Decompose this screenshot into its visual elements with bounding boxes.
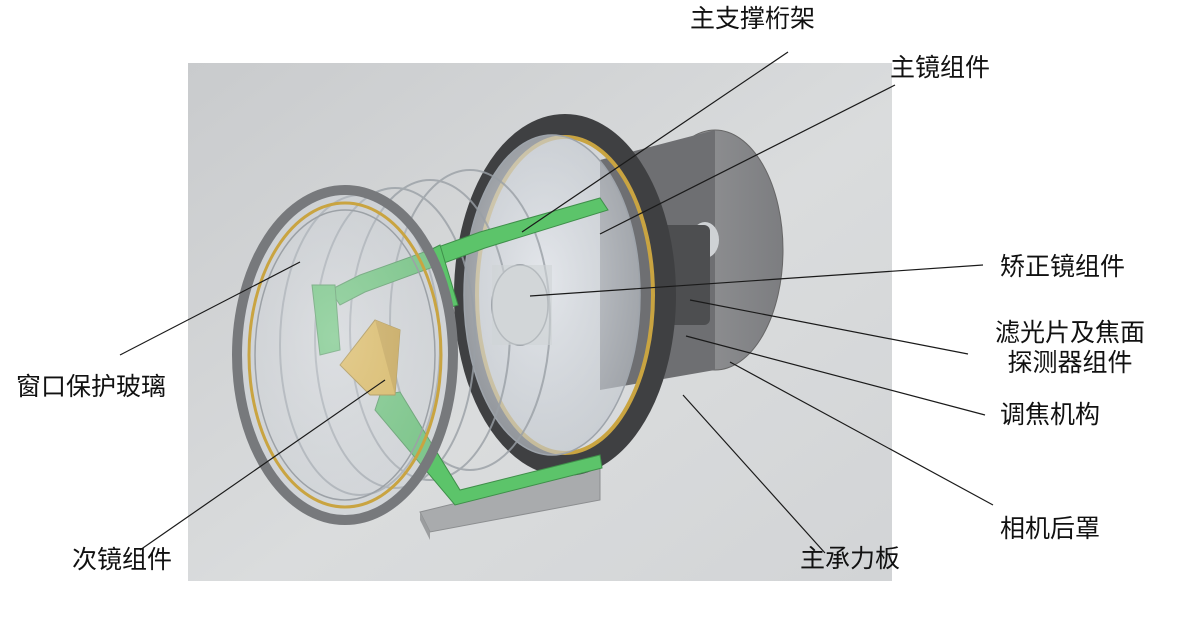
label-filter-focal-line2: 探测器组件 bbox=[1007, 348, 1133, 377]
label-main-support-truss: 主支撑桁架 bbox=[690, 4, 816, 33]
label-focusing-mechanism: 调焦机构 bbox=[1000, 400, 1101, 429]
label-filter-focal-line1: 滤光片及焦面 bbox=[995, 318, 1146, 347]
label-camera-rear-cover: 相机后罩 bbox=[1000, 514, 1101, 543]
label-secondary-mirror-assembly: 次镜组件 bbox=[72, 545, 173, 574]
leader-focusing bbox=[685, 335, 986, 416]
leader-filter-focal bbox=[689, 299, 969, 355]
label-main-bearing-plate: 主承力板 bbox=[800, 544, 901, 573]
leader-corrector bbox=[529, 264, 984, 297]
leader-rear-cover bbox=[729, 361, 994, 506]
leader-window bbox=[119, 261, 301, 356]
leader-lines bbox=[119, 51, 994, 554]
label-filter-focal-detector: 滤光片及焦面 探测器组件 bbox=[995, 318, 1145, 378]
corrector-tube bbox=[491, 264, 552, 346]
label-primary-mirror-assembly: 主镜组件 bbox=[890, 53, 991, 82]
leader-secondary bbox=[139, 379, 386, 551]
label-window-protective-glass: 窗口保护玻璃 bbox=[16, 372, 167, 401]
label-corrector-assembly: 矫正镜组件 bbox=[1000, 252, 1126, 281]
leader-main-truss bbox=[521, 51, 789, 233]
leader-main-plate bbox=[682, 394, 826, 554]
leader-primary-mirror bbox=[599, 84, 896, 235]
front-window bbox=[232, 185, 458, 525]
